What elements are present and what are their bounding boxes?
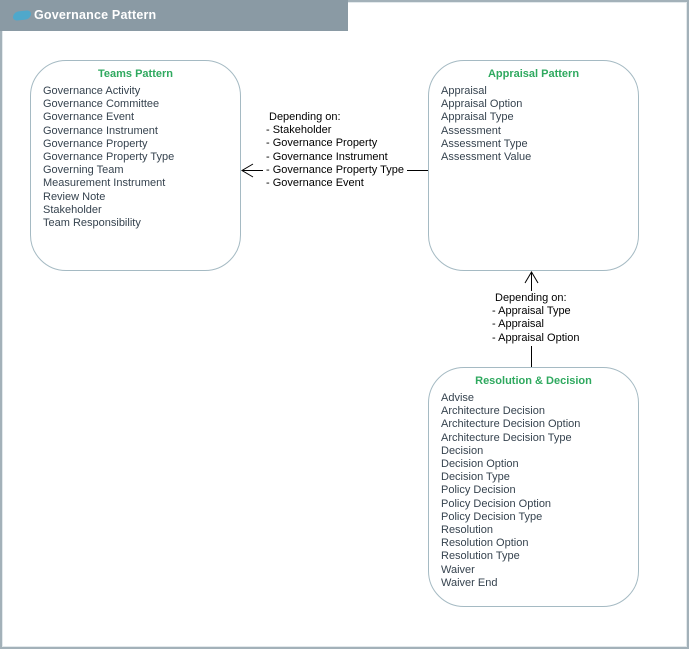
dependency-item-list: - Stakeholder- Governance Property- Gove… — [266, 124, 404, 190]
dependency-heading: Depending on: — [269, 111, 341, 123]
dependency-label-resolution-to-appraisal: Depending on: - Appraisal Type- Appraisa… — [489, 291, 583, 346]
element-item[interactable]: Waiver — [441, 563, 475, 576]
element-item[interactable]: Governance Activity — [43, 85, 141, 97]
element-item[interactable]: Measurement Instrument — [43, 177, 166, 190]
element-item[interactable]: Governing Team — [43, 164, 124, 177]
dependency-item: - Governance Property Type — [266, 163, 404, 176]
dependency-item-list: - Appraisal Type- Appraisal- Appraisal O… — [492, 305, 579, 345]
element-item[interactable]: Team Responsibility — [43, 217, 141, 230]
element-item[interactable]: Review Note — [43, 190, 106, 203]
dependency-item: - Governance Property — [266, 137, 378, 150]
element-item[interactable]: Appraisal Type — [441, 111, 514, 124]
dependency-item: - Appraisal — [492, 318, 544, 331]
element-item[interactable]: Decision Option — [441, 458, 519, 471]
element-item[interactable]: Architecture Decision Option — [441, 418, 581, 431]
dependency-item: - Appraisal Type — [492, 305, 571, 318]
dependency-item: - Governance Event — [266, 177, 364, 190]
element-item[interactable]: Architecture Decision Type — [441, 431, 572, 444]
group-title: Resolution & Decision — [475, 375, 592, 387]
element-item[interactable]: Appraisal — [441, 85, 487, 97]
element-item[interactable]: Decision Type — [441, 471, 510, 484]
dependency-label-appraisal-to-teams: Depending on: - Stakeholder- Governance … — [263, 110, 407, 192]
element-item[interactable]: Architecture Decision — [441, 405, 545, 418]
element-item[interactable]: Governance Property Type — [43, 151, 175, 164]
group-title: Teams Pattern — [98, 68, 173, 80]
element-item[interactable]: Governance Instrument — [43, 124, 158, 137]
dependency-item: - Appraisal Option — [492, 331, 580, 344]
element-item[interactable]: Assessment — [441, 124, 501, 137]
element-item[interactable]: Decision — [441, 444, 484, 457]
element-item[interactable]: Governance Event — [43, 111, 135, 124]
view-title: Governance Pattern — [34, 8, 157, 22]
group-title: Appraisal Pattern — [487, 68, 580, 80]
element-item[interactable]: Policy Decision Option — [441, 497, 552, 510]
element-item[interactable]: Appraisal Option — [441, 98, 523, 111]
element-item[interactable]: Advise — [441, 392, 475, 404]
element-item[interactable]: Governance Committee — [43, 98, 160, 111]
element-item[interactable]: Waiver End — [441, 576, 498, 589]
dependency-item: - Stakeholder — [266, 124, 332, 137]
dependency-heading: Depending on: — [495, 292, 567, 304]
element-item[interactable]: Assessment Type — [441, 137, 528, 150]
element-item[interactable]: Policy Decision — [441, 484, 516, 497]
dependency-item: - Governance Instrument — [266, 150, 388, 163]
element-item[interactable]: Stakeholder — [43, 203, 102, 216]
element-item[interactable]: Governance Property — [43, 137, 148, 150]
element-item[interactable]: Assessment Value — [441, 151, 532, 164]
view-title-bar: Governance Pattern — [0, 0, 348, 31]
element-item[interactable]: Policy Decision Type — [441, 510, 543, 523]
element-item[interactable]: Resolution Option — [441, 537, 529, 550]
diagram-view-icon — [12, 9, 32, 22]
element-item[interactable]: Resolution Type — [441, 550, 520, 563]
element-item[interactable]: Resolution — [441, 524, 493, 537]
